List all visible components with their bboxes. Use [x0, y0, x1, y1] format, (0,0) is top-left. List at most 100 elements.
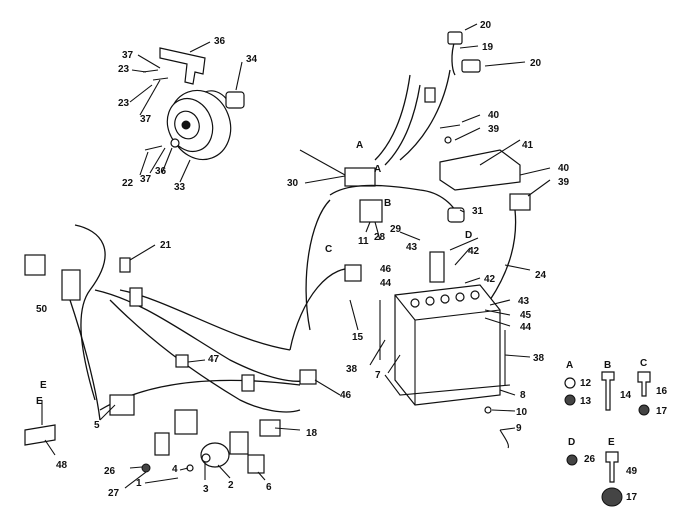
nut-17e [601, 487, 623, 507]
legend-letter-b: B [604, 360, 611, 371]
part-27 [141, 463, 151, 473]
part-6 [247, 454, 265, 474]
callout-36: 36 [214, 36, 226, 47]
legend-part-16: 16 [656, 386, 668, 397]
part-43 [429, 251, 445, 283]
callout-3: 3 [203, 484, 209, 495]
callout-29: 29 [390, 224, 402, 235]
callout-43: 43 [406, 242, 418, 253]
legend-part-17: 17 [656, 406, 668, 417]
part-connector-b [229, 431, 249, 455]
callout-22: 22 [122, 178, 134, 189]
legend-part-26: 26 [584, 454, 596, 465]
callout-47: 47 [208, 354, 220, 365]
washer-36 [170, 138, 180, 148]
part-28 [154, 432, 170, 456]
callout-20: 20 [480, 20, 492, 31]
callout-4: 4 [172, 464, 178, 475]
callout-8: 8 [520, 390, 526, 401]
part-47 [175, 354, 189, 368]
connector-plug [424, 87, 436, 103]
callout-labels: 20 19 20 36 34 37 23 23 37 22 37 36 33 4… [36, 20, 570, 499]
legend-part-17: 17 [626, 492, 638, 503]
legend-letter-c: C [640, 358, 647, 369]
callout-7: 7 [375, 370, 381, 381]
callout-18: 18 [306, 428, 318, 439]
harness-wire-b [384, 84, 421, 166]
callout-28: 28 [374, 232, 386, 243]
callout-42: 42 [468, 246, 480, 257]
callout-46: 46 [380, 264, 392, 275]
part-10 [484, 406, 492, 414]
battery-body [394, 284, 501, 406]
clutch-center [181, 120, 191, 130]
harness-upper [119, 289, 291, 351]
callout-e: E [36, 396, 43, 407]
wire-30 [299, 149, 346, 176]
callout-b: B [384, 198, 391, 209]
callout-38: 38 [346, 364, 358, 375]
connector-20a [447, 31, 463, 45]
hardware-legend [564, 371, 651, 507]
legend-letter-d: D [568, 437, 575, 448]
callout-26: 26 [104, 466, 116, 477]
leader-lines [44, 23, 551, 489]
part-31 [447, 207, 465, 223]
harness-wire-c [399, 69, 451, 161]
clutch-assembly [142, 47, 245, 161]
nut-26 [566, 454, 578, 466]
legend-labels: A 12 13 B 14 C 16 17 D 26 E 49 17 [566, 358, 668, 503]
terminal-c [344, 264, 362, 282]
callout-5: 5 [94, 420, 100, 431]
harness-wire-a [374, 74, 411, 161]
callout-19: 19 [482, 42, 494, 53]
callout-23: 23 [118, 64, 130, 75]
upper-harness [299, 31, 531, 301]
callout-6: 6 [266, 482, 272, 493]
callout-9: 9 [516, 423, 522, 434]
callout-24: 24 [535, 270, 547, 281]
callout-30: 30 [287, 178, 299, 189]
callout-15: 15 [352, 332, 364, 343]
nut-17c [638, 404, 650, 416]
callout-36: 36 [155, 166, 167, 177]
harness-left [69, 299, 101, 421]
harness-main [94, 289, 311, 382]
relay-50 [24, 254, 46, 276]
bolt-14 [601, 371, 615, 411]
harness-lower [109, 299, 301, 413]
part-block [174, 409, 198, 435]
part-3 [201, 453, 211, 463]
legend-part-12: 12 [580, 378, 592, 389]
callout-10: 10 [516, 407, 528, 418]
clutch-bracket [159, 47, 206, 85]
callout-c: C [325, 244, 332, 255]
part-48 [24, 424, 56, 446]
legend-part-49: 49 [626, 466, 638, 477]
connector-20b [461, 59, 481, 73]
callout-39: 39 [558, 177, 570, 188]
harness-wire-21 [74, 224, 106, 401]
callout-20: 20 [530, 58, 542, 69]
callout-39: 39 [488, 124, 500, 135]
callout-40: 40 [488, 110, 500, 121]
callout-45: 45 [520, 310, 532, 321]
connector-21 [119, 257, 131, 273]
callout-27: 27 [108, 488, 120, 499]
callout-44: 44 [380, 278, 392, 289]
callout-41: 41 [522, 140, 534, 151]
callout-42: 42 [484, 274, 496, 285]
callout-50: 50 [36, 304, 48, 315]
callout-23: 23 [118, 98, 130, 109]
callout-46: 46 [340, 390, 352, 401]
callout-34: 34 [246, 54, 258, 65]
bolt-23b [152, 77, 169, 81]
callout-37: 37 [140, 174, 152, 185]
connector-46 [299, 369, 317, 385]
callout-11: 11 [358, 236, 369, 247]
part-41-bracket [439, 149, 521, 191]
callout-a: A [356, 140, 363, 151]
callout-48: 48 [56, 460, 68, 471]
lower-harness [24, 224, 317, 481]
callout-37: 37 [140, 114, 152, 125]
